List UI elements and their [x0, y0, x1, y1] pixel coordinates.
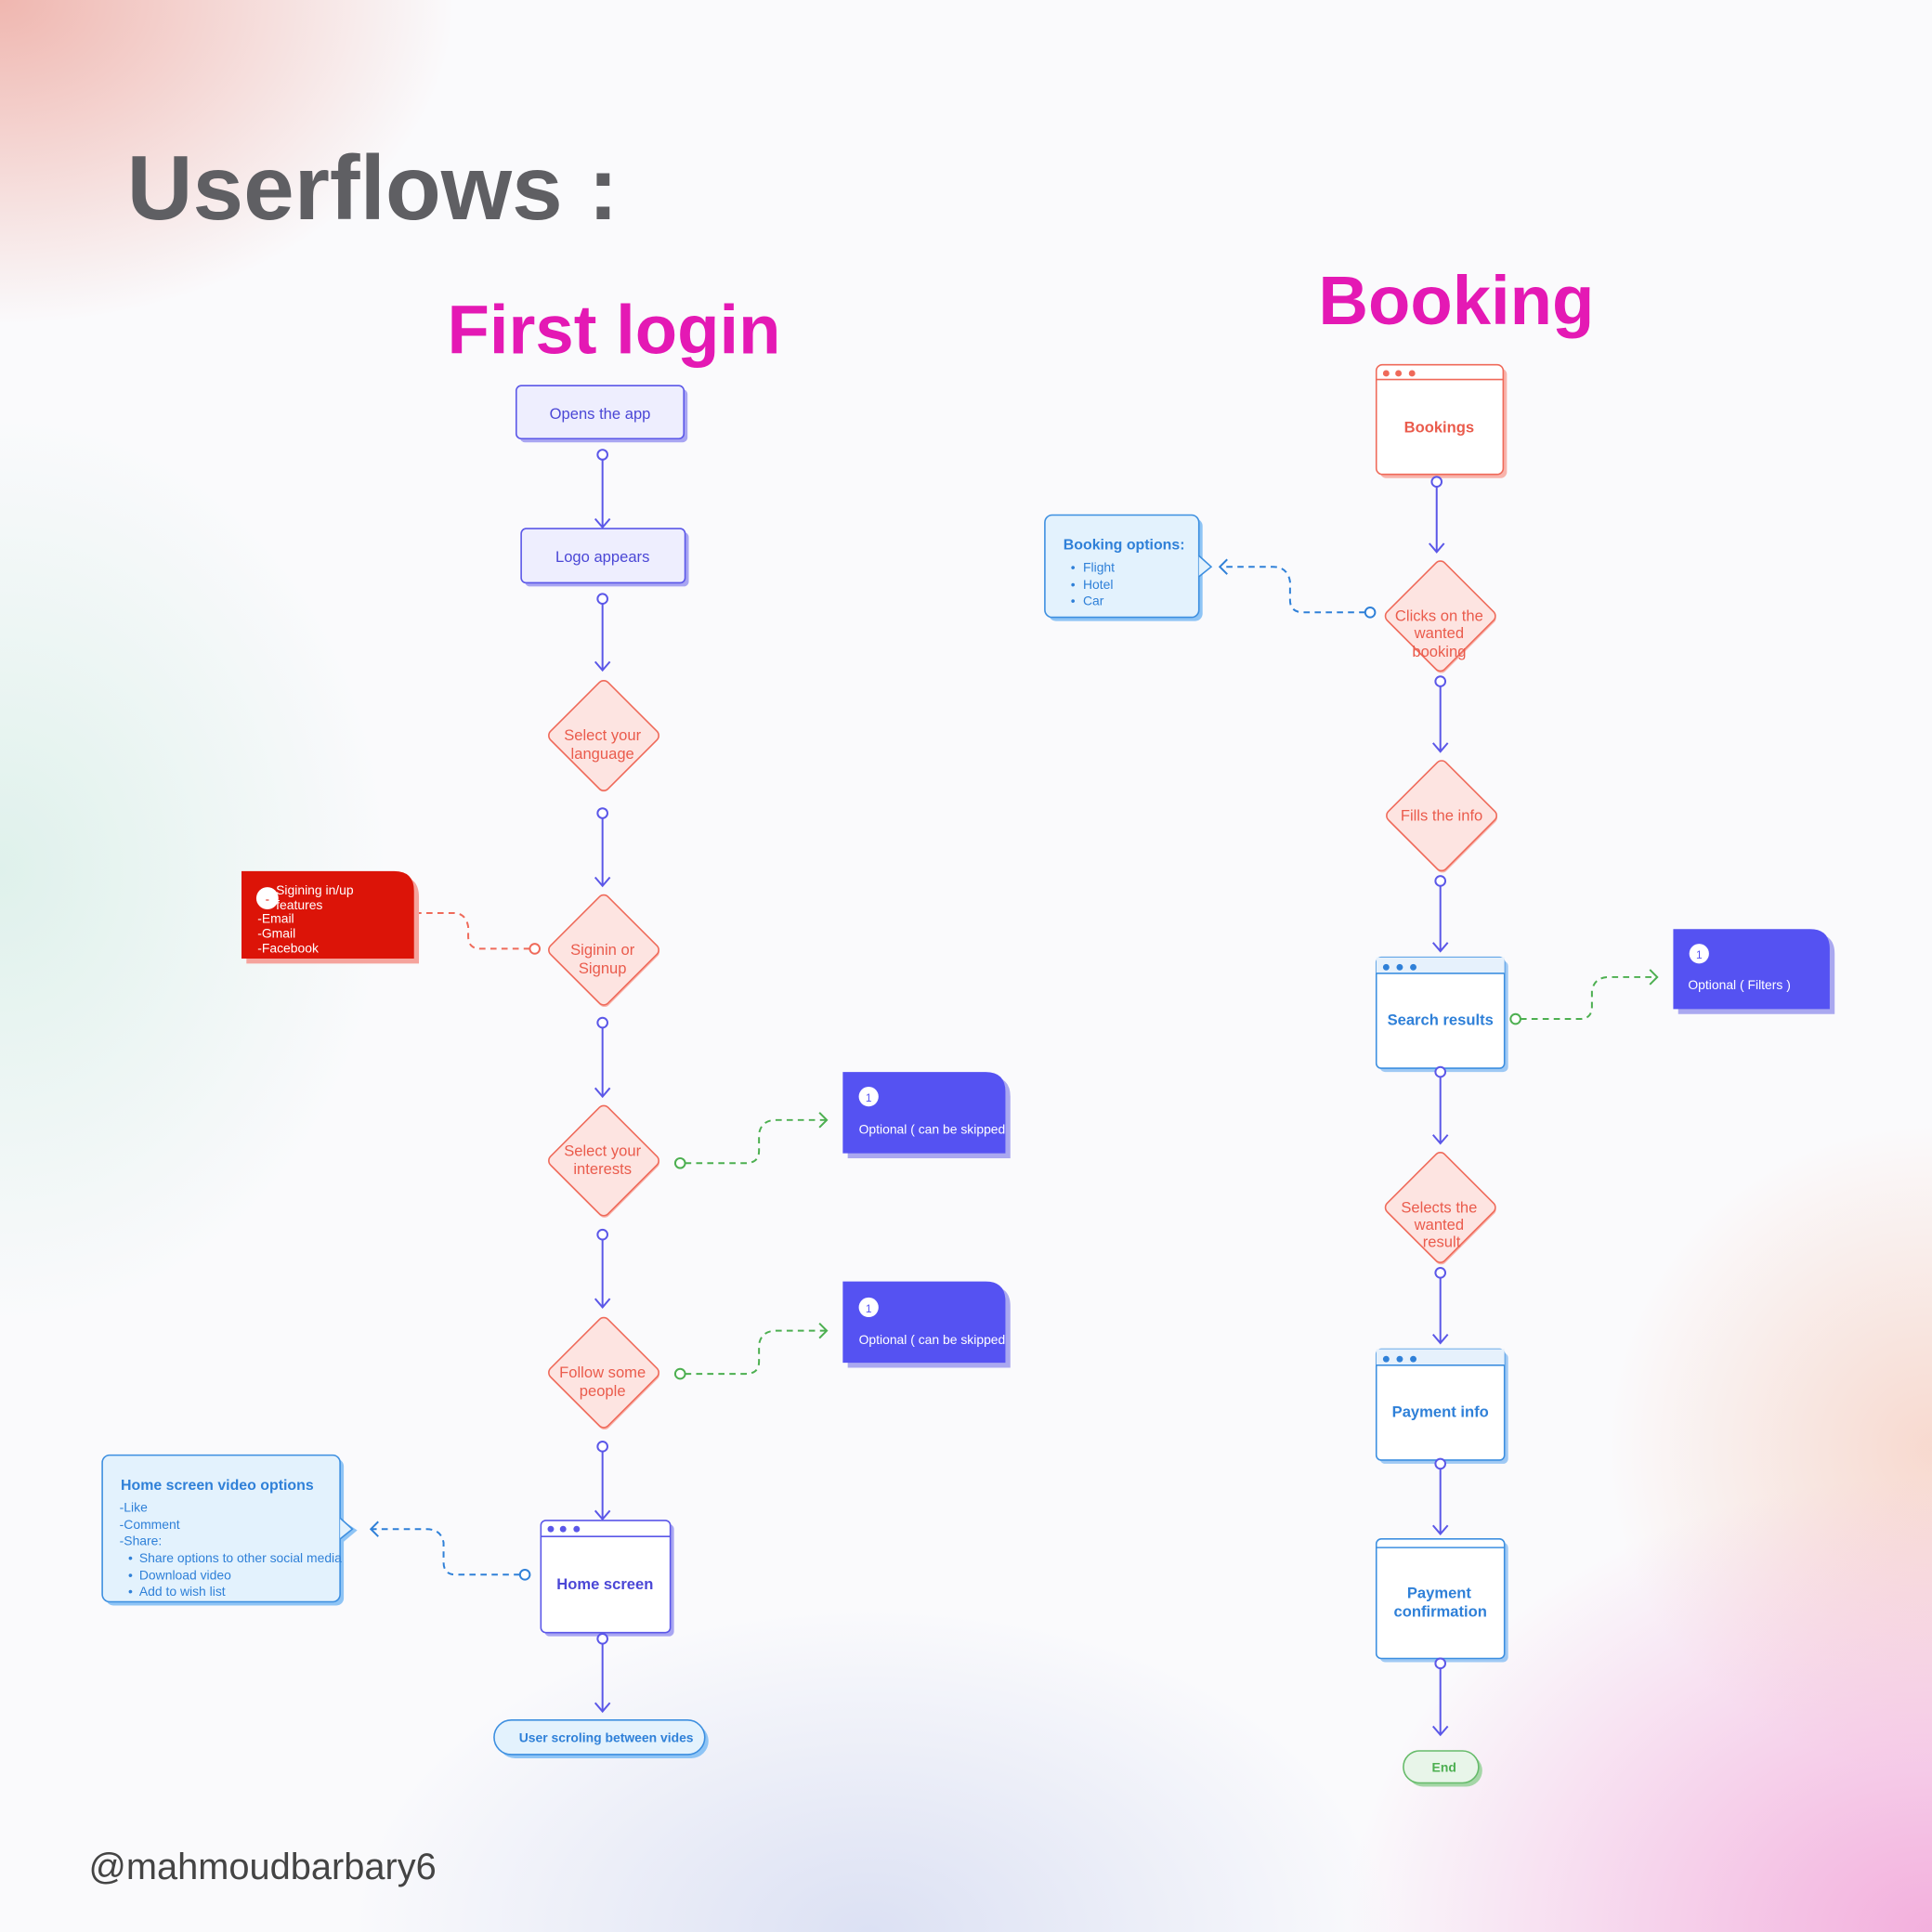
step-label: Home screen [556, 1575, 653, 1593]
step-opens-app[interactable]: Opens the app [516, 385, 688, 443]
step-label: Payment info [1392, 1403, 1489, 1421]
decision-fills-info[interactable]: Fills the info [1384, 758, 1500, 875]
booking-heading: Booking [1318, 262, 1594, 339]
connector [594, 807, 611, 888]
svg-text:1: 1 [1696, 948, 1703, 961]
note-badge [255, 887, 279, 909]
filters-note-link [1509, 969, 1659, 1025]
booking-options-link [1218, 558, 1377, 619]
interests-note-link [673, 1112, 829, 1169]
connector [594, 449, 611, 529]
terminal-end[interactable]: End [1403, 1750, 1482, 1787]
screen-bookings[interactable]: Bookings [1375, 363, 1508, 478]
svg-text:1: 1 [866, 1302, 872, 1315]
follow-optional-note: 1 Optional ( can be skipped [842, 1281, 1011, 1368]
svg-text:•Share options to other social: •Share options to other social media•Dow… [128, 1550, 342, 1599]
signin-note-link [406, 905, 542, 955]
first-login-heading: First login [448, 292, 781, 369]
svg-text:-Like-Comment-Share:: -Like-Comment-Share: [120, 1500, 180, 1548]
svg-text:1: 1 [866, 1091, 872, 1104]
connector [594, 1228, 611, 1309]
connector [594, 1632, 611, 1714]
connector [1429, 476, 1445, 554]
svg-text:-: - [266, 892, 269, 906]
interests-optional-note: 1 Optional ( can be skipped [842, 1072, 1011, 1158]
connector [594, 1441, 611, 1521]
connector [1431, 675, 1449, 753]
booking-options-callout: Booking options: •Flight•Hotel•Car [1044, 514, 1213, 621]
screen-payment-info[interactable]: Payment info [1375, 1348, 1508, 1464]
svg-text:•Flight•Hotel•Car: •Flight•Hotel•Car [1071, 560, 1115, 608]
home-video-options-callout: Home screen video options -Like-Comment-… [101, 1454, 358, 1606]
author-handle: @mahmoudbarbary6 [89, 1847, 437, 1887]
step-logo-appears[interactable]: Logo appears [520, 528, 689, 587]
connector [1431, 1657, 1449, 1737]
svg-text:User scroling between vides: User scroling between vides [519, 1730, 694, 1745]
filters-optional-note: 1 Optional ( Filters ) [1673, 929, 1835, 1014]
connector [1431, 875, 1449, 953]
connector [1431, 1065, 1449, 1145]
follow-note-link [673, 1322, 829, 1380]
svg-text:Home screen video options: Home screen video options [121, 1478, 314, 1494]
step-label: Opens the app [550, 405, 651, 423]
screen-search-results[interactable]: Search results [1375, 956, 1508, 1073]
connector [594, 1016, 611, 1099]
svg-text:Optional ( can be skipped: Optional ( can be skipped [859, 1121, 1006, 1136]
connector [1431, 1457, 1449, 1536]
svg-text:Fills the info: Fills the info [1401, 806, 1482, 824]
step-label: Search results [1388, 1012, 1494, 1029]
svg-text:Optional ( can be skipped: Optional ( can be skipped [859, 1332, 1006, 1347]
svg-text:Optional ( Filters ): Optional ( Filters ) [1688, 977, 1791, 992]
home-callout-link [369, 1521, 531, 1581]
connector [594, 593, 611, 672]
step-label: Bookings [1404, 419, 1475, 437]
page-title: Userflows : [127, 137, 619, 239]
connector [1431, 1267, 1449, 1345]
svg-text:Booking options:: Booking options: [1064, 538, 1185, 554]
svg-text:End: End [1432, 1760, 1456, 1775]
step-label: Logo appears [555, 548, 649, 566]
screen-home[interactable]: Home screen [540, 1520, 674, 1637]
terminal-user-scrolling[interactable]: User scroling between vides [493, 1719, 709, 1758]
